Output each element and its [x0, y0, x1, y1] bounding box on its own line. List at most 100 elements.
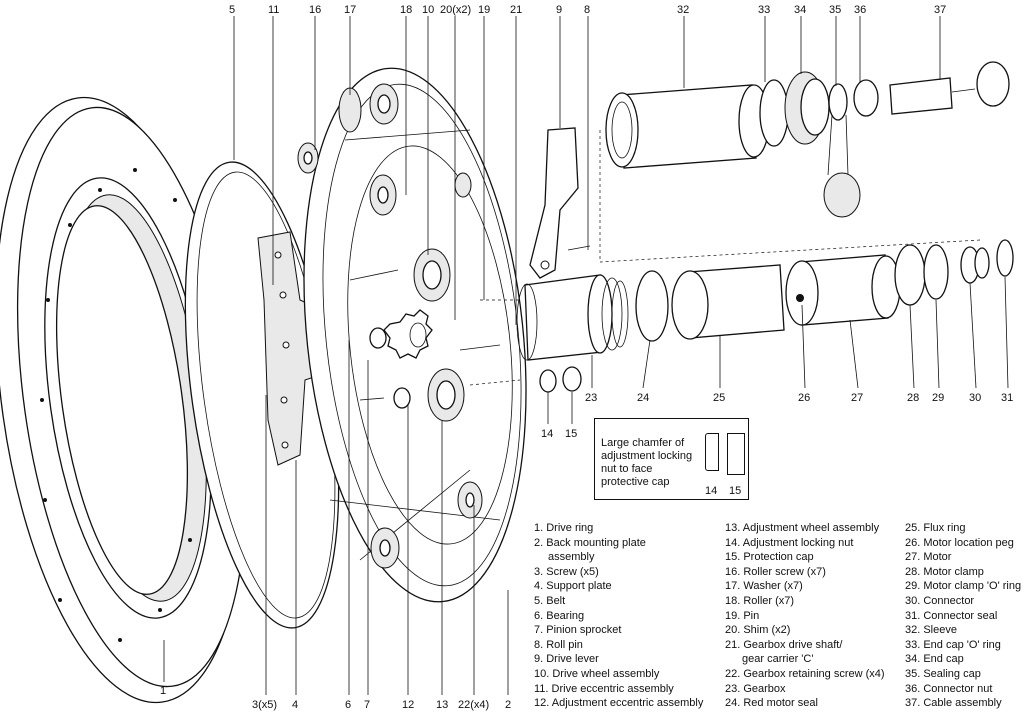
legend-item: gear carrier 'C'	[742, 653, 814, 666]
drive-lever	[529, 127, 591, 279]
legend-item: 3. Screw (x5)	[534, 565, 599, 578]
callout-32: 32	[677, 4, 689, 16]
legend-item: 24. Red motor seal	[725, 697, 818, 710]
callout-26: 26	[798, 392, 810, 404]
motor-clamp-o-ring	[923, 244, 949, 300]
inset-protection-cap-drawing	[727, 433, 745, 475]
callout-23: 23	[585, 392, 597, 404]
callout-35: 35	[829, 4, 841, 16]
callout-7: 7	[364, 699, 370, 711]
motor-clamp	[894, 244, 926, 306]
legend-item: 29. Motor clamp 'O' ring	[905, 580, 1022, 593]
callout-11: 11	[268, 4, 279, 16]
callout-18: 18	[400, 4, 412, 16]
legend-item: 23. Gearbox	[725, 682, 786, 695]
callout-12: 12	[402, 699, 414, 711]
legend-item: 37. Cable assembly	[905, 697, 1002, 710]
legend-item: 27. Motor	[905, 551, 952, 564]
connector	[960, 246, 990, 284]
legend-item: 10. Drive wheel assembly	[534, 667, 660, 680]
leader-lines	[163, 16, 1009, 695]
inset-label-15: 15	[729, 485, 742, 497]
legend-item: 11. Drive eccentric assembly	[534, 682, 674, 695]
callout-29: 29	[932, 392, 944, 404]
callout-17: 17	[344, 4, 356, 16]
legend-item: 4. Support plate	[534, 580, 612, 593]
callout-2: 2	[505, 699, 511, 711]
callout-34: 34	[794, 4, 806, 16]
callout-21: 21	[510, 4, 522, 16]
legend-item: 36. Connector nut	[905, 682, 993, 695]
cable-assembly	[889, 61, 1010, 115]
callout-33: 33	[758, 4, 770, 16]
legend-item: 32. Sleeve	[905, 624, 957, 637]
callout-16: 16	[309, 4, 321, 16]
drive-wheel-and-adjustment-wheel	[349, 248, 501, 422]
callout-37: 37	[934, 4, 946, 16]
legend-item: 33. End cap 'O' ring	[905, 638, 1001, 651]
callout-1: 1	[160, 685, 166, 697]
parts-legend-column-1: 1. Drive ring 2. Back mounting plate ass…	[534, 521, 720, 711]
legend-item: 28. Motor clamp	[905, 565, 984, 578]
legend-item: 18. Roller (x7)	[725, 594, 795, 607]
legend-item: 26. Motor location peg	[905, 536, 1014, 549]
sleeve	[605, 84, 770, 169]
legend-item: 20. Shim (x2)	[725, 624, 791, 637]
legend-item: 14. Adjustment locking nut	[725, 536, 854, 549]
callout-14: 14	[541, 428, 553, 440]
legend-item: 21. Gearbox drive shaft/	[725, 638, 843, 651]
legend-item: 17. Washer (x7)	[725, 580, 803, 593]
legend-item: 1. Drive ring	[534, 522, 594, 534]
callout-27: 27	[851, 392, 863, 404]
legend-item: 13. Adjustment wheel assembly	[725, 522, 880, 534]
legend-item: 6. Bearing	[534, 609, 585, 622]
callout-5: 5	[229, 4, 235, 16]
callout-10: 10	[422, 4, 434, 16]
callout-numbers: 5 11 16 17 18 10 20(x2) 19 21 9 8 32 33 …	[160, 4, 1013, 711]
legend-item: 2. Back mounting plate	[534, 536, 646, 549]
support-plate	[257, 231, 353, 466]
legend-item: 9. Drive lever	[534, 653, 599, 666]
inset-note-text: Large chamfer of adjustment locking nut …	[601, 437, 693, 488]
belt	[184, 161, 340, 629]
callout-8: 8	[584, 4, 590, 16]
end-cap-o-ring	[759, 79, 789, 147]
callout-19: 19	[478, 4, 490, 16]
connector-nut	[853, 79, 879, 117]
sealing-cap	[823, 83, 861, 218]
legend-item: 15. Protection cap	[725, 551, 814, 564]
legend-item: 30. Connector	[905, 594, 975, 607]
legend-item: 16. Roller screw (x7)	[725, 565, 826, 578]
callout-15: 15	[565, 428, 577, 440]
end-cap	[784, 71, 830, 145]
callout-22: 22(x4)	[458, 699, 489, 711]
callout-6: 6	[345, 699, 351, 711]
callout-13: 13	[436, 699, 448, 711]
legend-item: 34. End cap	[905, 653, 964, 666]
legend-item: 22. Gearbox retaining screw (x4)	[725, 667, 885, 680]
parts-legend-column-3: 25. Flux ring 26. Motor location peg 27.…	[905, 521, 1024, 711]
callout-24: 24	[637, 392, 649, 404]
callout-25: 25	[713, 392, 725, 404]
parts-legend-column-2: 13. Adjustment wheel assembly 14. Adjust…	[725, 521, 903, 711]
legend-item: 19. Pin	[725, 609, 760, 622]
adjustment-locking-nut	[539, 369, 557, 393]
callout-4: 4	[292, 699, 298, 711]
drive-ring	[0, 96, 248, 704]
red-motor-seal	[635, 270, 669, 342]
callout-31: 31	[1001, 392, 1013, 404]
legend-item: 7. Pinion sprocket	[534, 624, 622, 637]
motor	[785, 254, 901, 326]
callout-28: 28	[907, 392, 919, 404]
callout-36: 36	[854, 4, 866, 16]
inset-locking-nut-drawing	[705, 433, 719, 471]
protection-cap	[562, 366, 582, 392]
legend-item: 5. Belt	[534, 594, 566, 607]
inset-label-14: 14	[705, 485, 718, 497]
callout-20: 20(x2)	[440, 4, 471, 16]
inset-note-box: Large chamfer of adjustment locking nut …	[594, 418, 749, 500]
callout-30: 30	[969, 392, 981, 404]
connector-seal	[996, 239, 1014, 277]
legend-item: 25. Flux ring	[905, 522, 966, 534]
